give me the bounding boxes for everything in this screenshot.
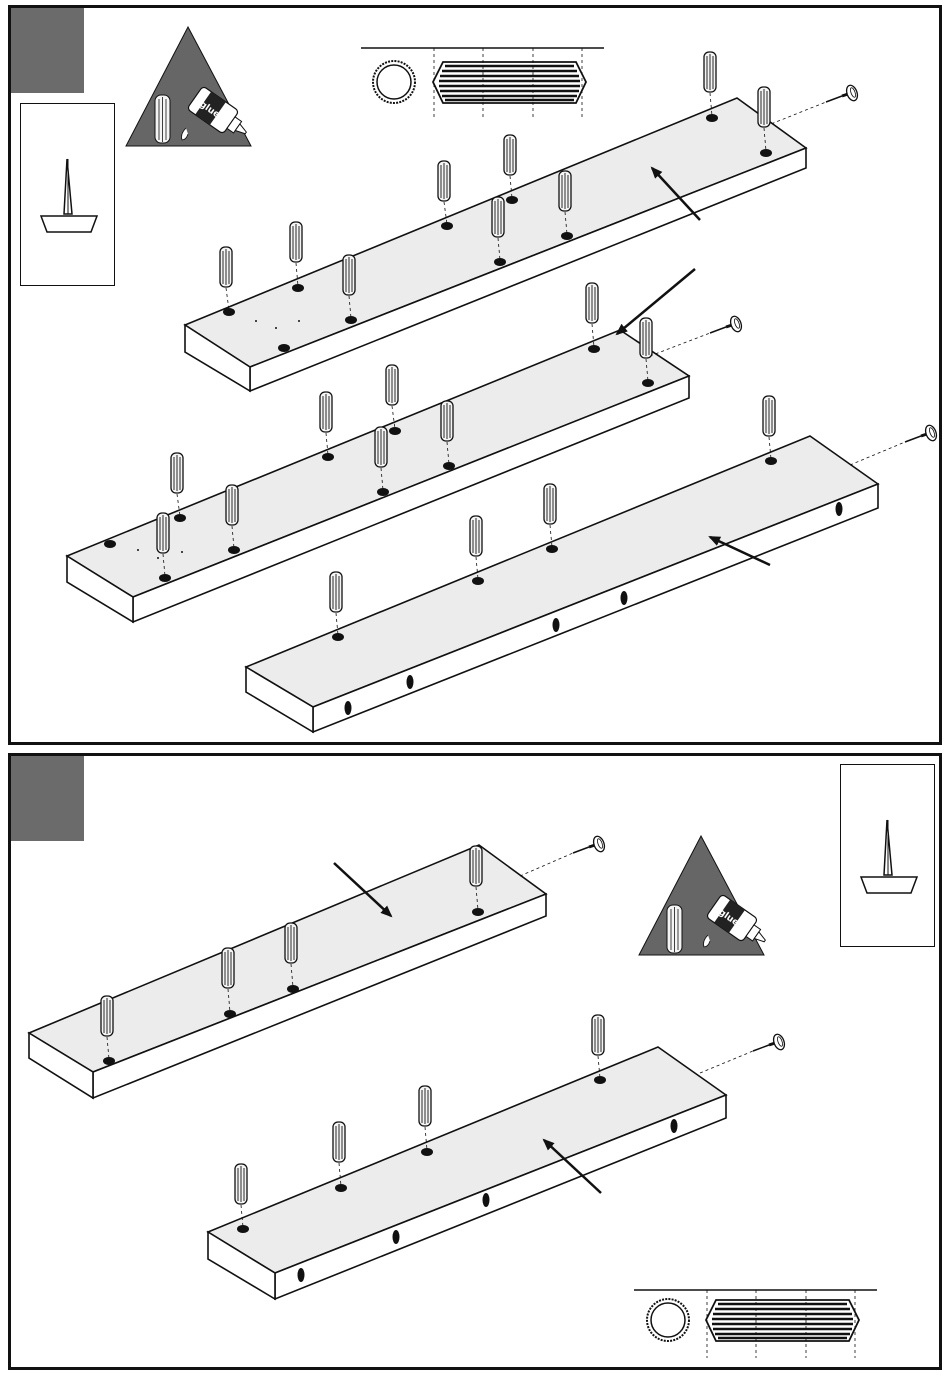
dowel-detail-diagram — [634, 1290, 877, 1358]
dowel-icon — [155, 95, 170, 143]
glue-warning-icon: glue — [126, 27, 254, 146]
dowel-icon — [667, 905, 682, 953]
board-a — [185, 98, 806, 391]
glue-warning-icon: glue — [639, 836, 773, 955]
dowel-detail-diagram — [361, 48, 604, 118]
board-e — [208, 1047, 726, 1299]
